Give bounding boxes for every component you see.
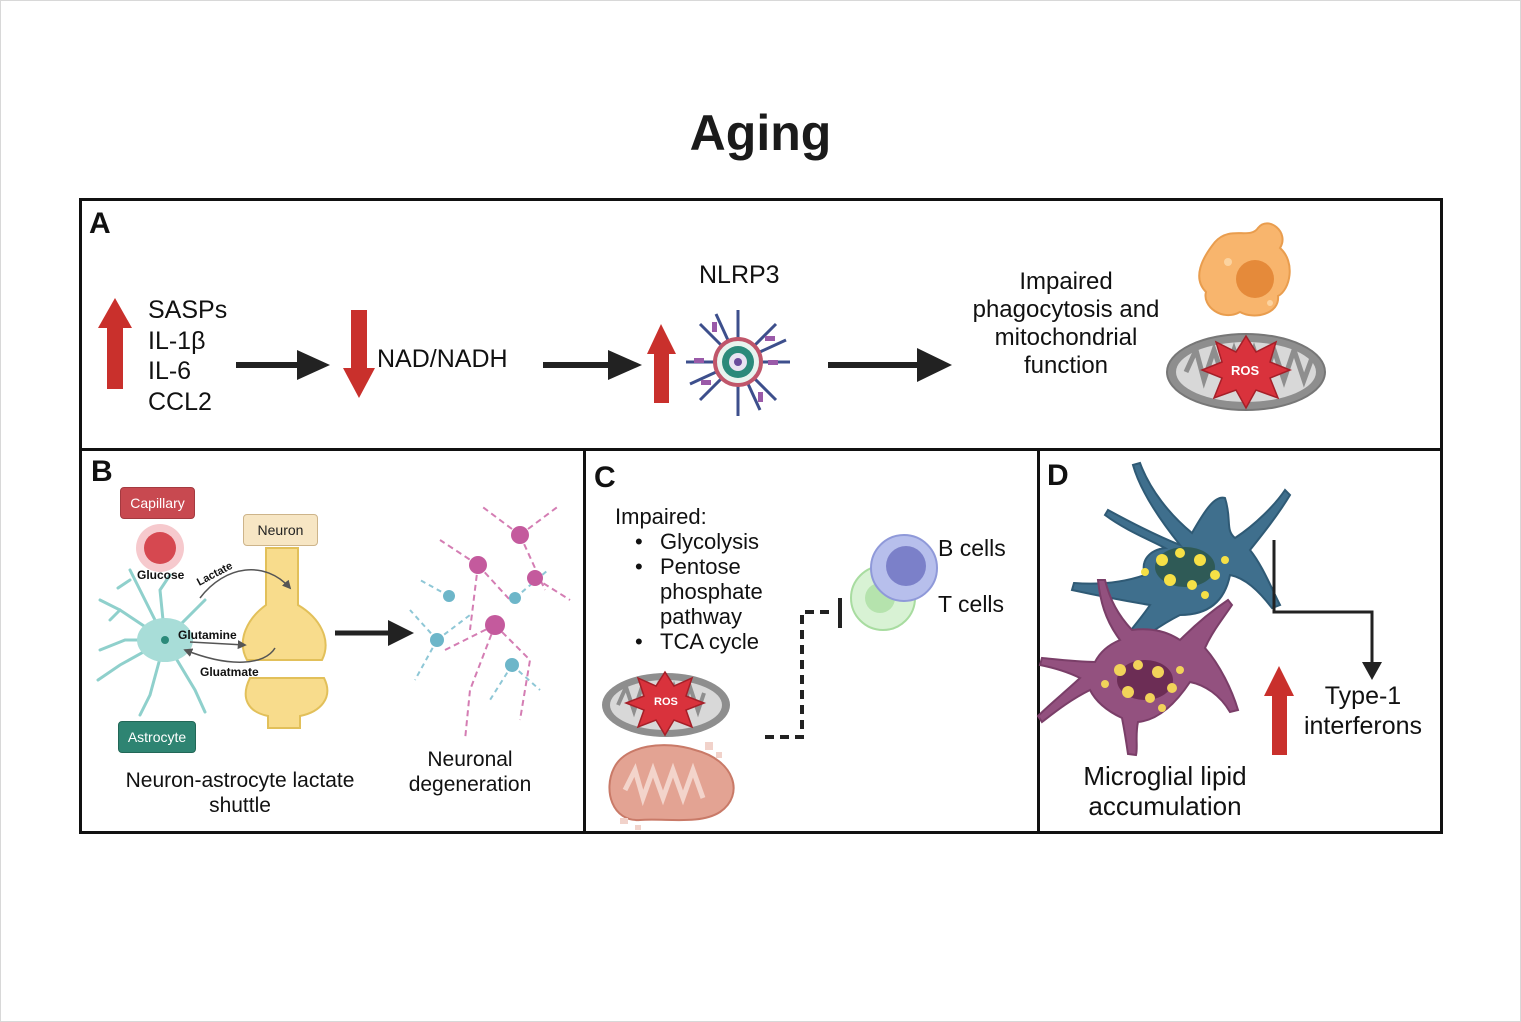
glutamate-label: Gluatmate bbox=[200, 665, 259, 679]
neuronal-degeneration-label: Neuronal degeneration bbox=[408, 748, 532, 796]
microglia-purple-icon bbox=[1036, 579, 1240, 757]
panel-b-label: B bbox=[91, 455, 113, 488]
nlrp3-label: NLRP3 bbox=[699, 261, 780, 289]
right-arrow-icon bbox=[828, 348, 952, 382]
cytokine-sasps: SASPs bbox=[148, 296, 228, 324]
cytokine-il1b: IL-1β bbox=[148, 327, 206, 355]
impaired-pathways-list: Glycolysis Pentose phosphate pathway TCA… bbox=[615, 529, 830, 654]
up-arrow-icon bbox=[98, 298, 132, 389]
right-arrow-icon bbox=[543, 350, 642, 380]
nad-nadh-label: NAD/NADH bbox=[377, 345, 508, 373]
microglia-blue-icon bbox=[1070, 461, 1292, 657]
ros-burst-icon bbox=[1199, 334, 1293, 410]
right-arrow-icon bbox=[236, 350, 330, 380]
panel-a-label: A bbox=[89, 207, 111, 240]
nlrp3-inflammasome-icon bbox=[686, 310, 790, 416]
list-item-pentose-phosphate: Pentose phosphate pathway bbox=[635, 554, 830, 629]
t-cells-label: T cells bbox=[938, 591, 1005, 617]
metabolite-arrows bbox=[183, 569, 292, 663]
list-item-tca-cycle: TCA cycle bbox=[635, 629, 830, 654]
type1-interferons-label: Type-1 interferons bbox=[1303, 682, 1423, 740]
capillary-label: Capillary bbox=[120, 487, 195, 519]
red-blood-cell-icon bbox=[136, 524, 184, 572]
b-cell-icon bbox=[870, 534, 938, 602]
microglial-lipid-label: Microglial lipid accumulation bbox=[1083, 761, 1247, 821]
down-arrow-icon bbox=[343, 310, 375, 398]
inhibition-line bbox=[765, 598, 842, 739]
astrocyte-cell-icon bbox=[96, 568, 207, 717]
up-arrow-icon bbox=[647, 324, 676, 403]
panel-d bbox=[1037, 448, 1443, 834]
up-arrow-icon bbox=[1264, 666, 1294, 755]
degenerating-neurons-icon bbox=[409, 504, 571, 741]
microglia-cell-icon bbox=[1198, 222, 1291, 317]
b-cells-label: B cells bbox=[938, 535, 1006, 561]
glutamine-label: Glutamine bbox=[178, 628, 237, 642]
panel-c-label: C bbox=[594, 461, 616, 494]
panel-d-label: D bbox=[1047, 459, 1069, 492]
figure-title: Aging bbox=[689, 105, 832, 161]
ros-burst-icon bbox=[623, 670, 707, 737]
cytokine-il6: IL-6 bbox=[148, 357, 192, 385]
ros-label: ROS bbox=[654, 696, 678, 708]
impaired-heading: Impaired: bbox=[615, 504, 707, 529]
list-item-glycolysis: Glycolysis bbox=[635, 529, 830, 554]
right-arrow-icon bbox=[335, 620, 414, 646]
lactate-shuttle-label: Neuron-astrocyte lactate shuttle bbox=[125, 769, 355, 817]
glucose-label: Glucose bbox=[137, 568, 185, 582]
damaged-mitochondrion-icon bbox=[608, 742, 735, 830]
ros-label: ROS bbox=[1231, 363, 1260, 378]
neuron-label: Neuron bbox=[243, 514, 318, 546]
astrocyte-label: Astrocyte bbox=[118, 721, 196, 753]
impaired-function-label: Impaired phagocytosis and mitochondrial … bbox=[972, 268, 1160, 379]
cytokine-ccl2: CCL2 bbox=[148, 388, 212, 416]
elbow-arrow bbox=[1272, 540, 1382, 680]
neuron-terminal-icon bbox=[241, 547, 329, 729]
